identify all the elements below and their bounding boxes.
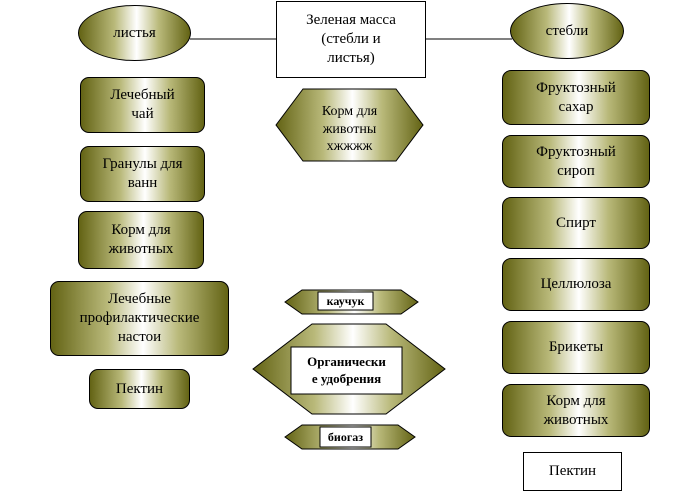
leaves-oval: листья	[78, 5, 191, 61]
green-mass-box: Зеленая масса (стебли и листья)	[276, 1, 426, 78]
right-item-fructose-sugar: Фруктозный сахар	[502, 70, 650, 125]
animal-feed-hexagon-label: Корм для животны хжжжж	[321, 104, 378, 154]
left-item-medicinal-tea: Лечебный чай	[80, 77, 205, 133]
right-item-alcohol: Спирт	[502, 197, 650, 249]
right-item-briquettes: Брикеты	[502, 321, 650, 374]
right-item-fructose-syrup: Фруктозный сироп	[502, 135, 650, 188]
right-item-animal-feed: Корм для животных	[502, 384, 650, 437]
stems-oval: стебли	[510, 3, 624, 59]
organic-fertilizers-label: Органически е удобрения	[307, 354, 386, 386]
left-item-pectin: Пектин	[89, 369, 190, 409]
left-item-bath-granules: Гранулы для ванн	[80, 146, 205, 202]
biogas-label: биогаз	[327, 429, 364, 444]
right-item-cellulose: Целлюлоза	[502, 258, 650, 311]
left-item-infusions: Лечебные профилактические настои	[50, 281, 229, 356]
rubber-label: каучук	[326, 293, 365, 308]
left-item-animal-feed: Корм для животных	[78, 211, 204, 269]
animal-feed-hexagon	[275, 88, 424, 162]
